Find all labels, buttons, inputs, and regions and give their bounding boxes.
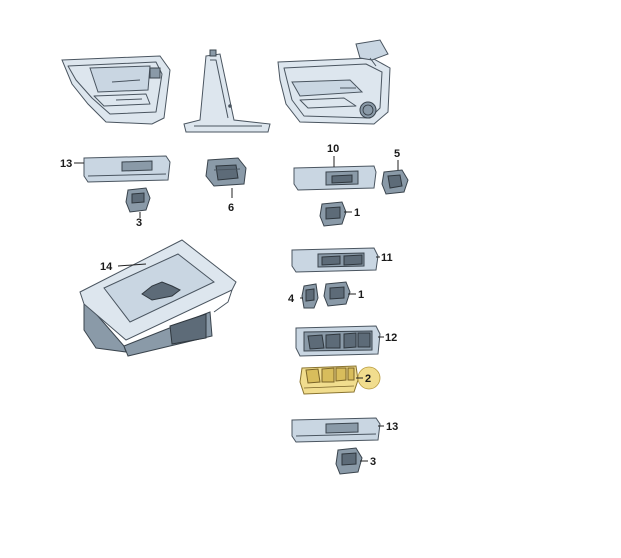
storage-tray-14 xyxy=(79,239,237,357)
callout-13-left: 13 xyxy=(60,158,72,170)
switch-bezel-13-left xyxy=(83,155,171,183)
callout-6: 6 xyxy=(228,202,234,214)
switch-3-right xyxy=(335,447,363,475)
callout-3-right: 3 xyxy=(370,456,376,468)
switch-1-lower xyxy=(323,281,351,307)
leader-14 xyxy=(117,263,147,267)
callout-3-left: 3 xyxy=(136,217,142,229)
callout-4: 4 xyxy=(288,293,295,305)
callout-14: 14 xyxy=(100,261,113,273)
switch-bezel-11 xyxy=(291,247,379,273)
front-door-trim-panel xyxy=(277,39,391,125)
switch-bezel-10 xyxy=(293,165,377,191)
callout-1-lower: 1 xyxy=(358,289,364,301)
callout-5: 5 xyxy=(394,148,400,160)
callout-13-right: 13 xyxy=(386,421,398,433)
switch-bezel-12 xyxy=(295,325,381,357)
switch-bezel-13-right xyxy=(291,417,381,443)
callout-10: 10 xyxy=(327,143,339,155)
callout-1-upper: 1 xyxy=(354,207,360,219)
switch-5 xyxy=(381,169,409,195)
callout-2[interactable]: 2 xyxy=(365,373,371,385)
switch-4 xyxy=(301,283,319,309)
b-pillar-trim xyxy=(183,49,271,133)
switch-1-upper xyxy=(319,201,347,227)
switch-6 xyxy=(205,157,247,187)
rear-door-trim-panel xyxy=(61,55,171,125)
callout-11: 11 xyxy=(381,252,393,264)
callout-12: 12 xyxy=(385,332,397,344)
switch-3-left xyxy=(125,187,151,213)
window-switch-unit-2-highlighted[interactable] xyxy=(299,365,359,395)
